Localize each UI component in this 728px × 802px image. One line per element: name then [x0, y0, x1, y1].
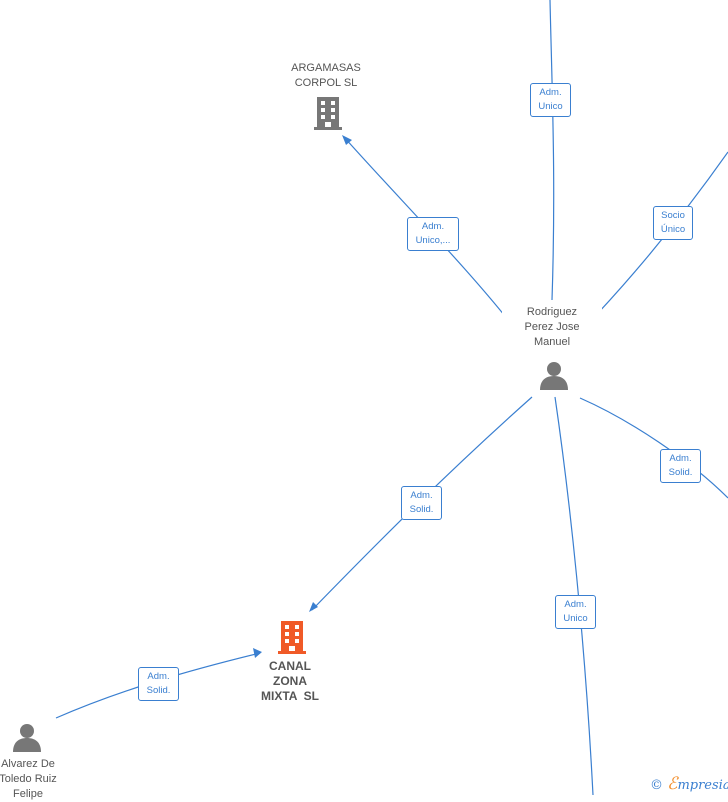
edge-label-line: Unico	[563, 613, 588, 624]
edge-label-right-adm-solid[interactable]: Adm. Solid.	[660, 449, 701, 483]
copyright-symbol: ©	[650, 778, 663, 793]
node-label-argamasas[interactable]: ARGAMASAS CORPOL SL	[276, 61, 376, 91]
node-label-line: Rodriguez	[526, 306, 578, 318]
brand-logo-initial: ℰ	[667, 774, 678, 794]
brand-name: mpresia	[677, 778, 728, 793]
edge-label-alvarez-adm-solid[interactable]: Adm. Solid.	[138, 667, 179, 701]
edge-label-line: Solid.	[409, 504, 434, 515]
node-label-line: Alvarez De	[1, 758, 55, 770]
person-icon-rodriguez[interactable]	[540, 362, 568, 390]
edge-label-line: Adm.	[669, 453, 692, 464]
brand-watermark: © ℰmpresia	[650, 774, 728, 794]
edge-socio-unico	[581, 151, 728, 331]
node-label-line: CANAL	[269, 659, 311, 673]
person-icon-alvarez[interactable]	[13, 724, 41, 752]
node-label-rodriguez[interactable]: Rodriguez Perez Jose Manuel	[502, 305, 602, 350]
node-label-line: CORPOL SL	[294, 77, 358, 89]
edge-label-line: Unico,...	[415, 235, 451, 246]
edge-label-argamasas-adm[interactable]: Adm. Unico,...	[407, 217, 459, 251]
edge-label-line: Socio	[661, 210, 685, 221]
node-label-line: Manuel	[533, 336, 571, 348]
edge-rodriguez-to-bottom	[554, 396, 594, 795]
edge-rodriguez-to-right	[579, 397, 728, 499]
node-label-line: ARGAMASAS	[291, 62, 361, 74]
edge-label-socio-unico[interactable]: Socio Único	[653, 206, 693, 240]
arrowhead-argamasas	[342, 135, 352, 145]
building-icon-canal[interactable]	[278, 621, 306, 654]
arrowhead-canal-left	[253, 648, 262, 658]
edge-label-line: Solid.	[146, 685, 171, 696]
edge-label-line: Solid.	[668, 467, 693, 478]
node-label-line: Perez Jose	[524, 321, 580, 333]
building-icon-argamasas[interactable]	[314, 97, 342, 130]
edge-label-line: Adm.	[564, 599, 587, 610]
edge-label-line: Único	[660, 224, 686, 235]
node-label-line: Toledo Ruiz	[0, 773, 57, 785]
edge-label-top-adm-unico[interactable]: Adm. Unico	[530, 83, 571, 117]
edge-label-bottom-adm-unico[interactable]: Adm. Unico	[555, 595, 596, 629]
edge-label-line: Adm.	[539, 87, 562, 98]
edge-label-line: Adm.	[421, 221, 445, 232]
edge-top-to-rodriguez	[549, 0, 555, 301]
edge-label-line: Adm.	[410, 490, 433, 501]
node-label-alvarez[interactable]: Alvarez De Toledo Ruiz Felipe	[0, 757, 78, 802]
edge-label-line: Unico	[538, 101, 563, 112]
arrowhead-canal-top	[309, 602, 318, 612]
edge-label-line: Adm.	[147, 671, 170, 682]
edge-label-canal-adm-solid[interactable]: Adm. Solid.	[401, 486, 442, 520]
node-label-line: MIXTA SL	[261, 689, 319, 703]
node-label-line: ZONA	[273, 674, 307, 688]
node-label-canal[interactable]: CANAL ZONA MIXTA SL	[240, 659, 340, 704]
